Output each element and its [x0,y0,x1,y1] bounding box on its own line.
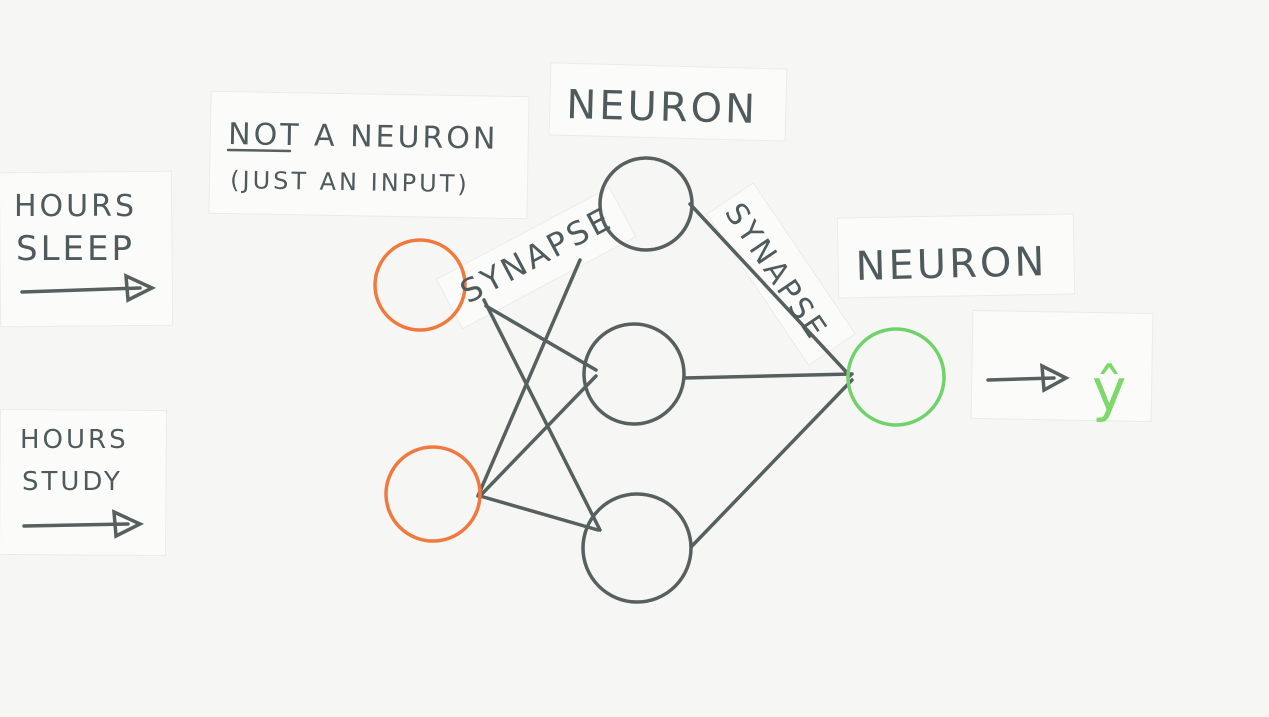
synapse-edge [688,202,852,378]
card-neuron-output [836,213,1076,299]
label-hours-study-line1: HOURS [20,425,129,455]
label-neuron-hidden: NEURON [566,82,759,133]
synapse-edge [478,374,598,498]
synapse-edge [682,372,854,380]
card-output [970,309,1154,423]
label-hours-sleep-line1: HOURS [14,189,137,224]
label-hours-study-line2: STUDY [22,467,123,497]
hidden-neuron-3 [581,492,693,604]
right-arrow-icon [20,273,157,303]
output-neuron [846,327,946,427]
input-neuron-sleep [373,238,467,332]
synapse-edge [484,304,598,372]
hidden-neuron-2 [582,322,686,426]
underline-not [226,148,292,153]
synapse-edge [482,298,602,532]
synapse-edge [478,494,600,532]
label-output-y-hat: ŷ [1092,356,1126,424]
right-arrow-icon [986,363,1070,393]
card-neuron-hidden [548,62,788,142]
card-not-a-neuron [208,90,530,220]
card-synapse-right [706,182,856,366]
label-hours-sleep-line2: SLEEP [16,229,135,269]
card-synapse-left [435,186,637,330]
hidden-neuron-1 [598,156,694,252]
card-hours-study [0,408,168,557]
synapse-edge [476,258,582,498]
right-arrow-icon [22,509,145,539]
synapse-edge [690,378,854,548]
label-neuron-output: NEURON [855,239,1048,290]
label-just-an-input: (JUST AN INPUT) [230,166,470,198]
input-neuron-study [384,445,482,543]
